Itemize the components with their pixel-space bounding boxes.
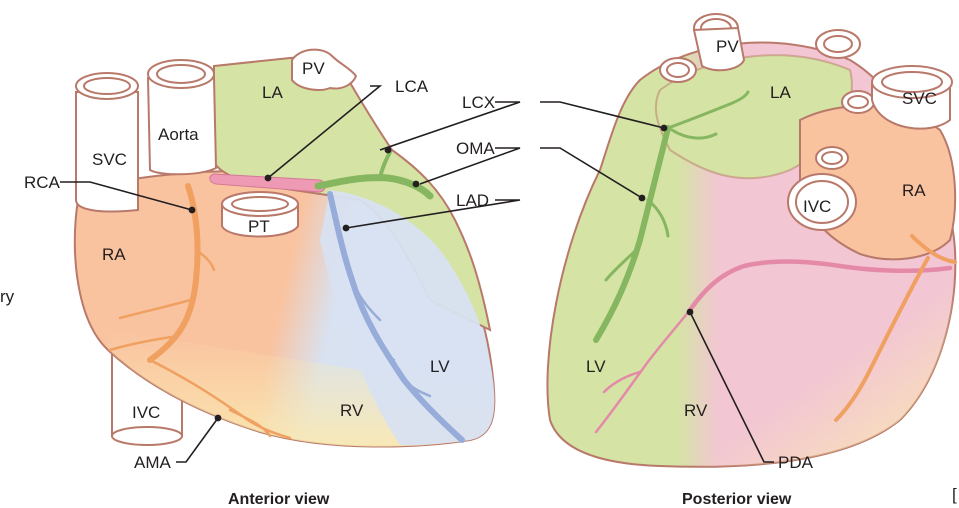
label-la-posterior: LA (770, 83, 791, 102)
label-pv-posterior: PV (716, 37, 739, 56)
label-ra-anterior: RA (102, 245, 126, 264)
label-rv-posterior: RV (684, 401, 708, 420)
label-cut-left: ry (0, 287, 15, 306)
label-ama: AMA (134, 453, 172, 472)
label-lca: LCA (395, 77, 429, 96)
label-svc-posterior: SVC (902, 89, 937, 108)
label-lv-posterior: LV (586, 357, 606, 376)
posterior-svc-vessel (871, 65, 953, 130)
anterior-aorta-vessel (146, 59, 218, 176)
label-svc-anterior: SVC (92, 150, 127, 169)
label-aorta: Aorta (158, 125, 199, 144)
label-ivc-anterior: IVC (132, 403, 160, 422)
label-ra-posterior: RA (902, 181, 926, 200)
posterior-right-shade (660, 260, 956, 467)
label-rv-anterior: RV (340, 401, 364, 420)
posterior-pv-vessels (659, 13, 875, 170)
label-lv-anterior: LV (430, 357, 450, 376)
anterior-pt-vessel (221, 191, 299, 238)
lcx-posterior-branches (604, 90, 750, 282)
anterior-pv-lobe (291, 48, 358, 91)
rca-branch (108, 248, 216, 352)
pda-artery (687, 259, 953, 313)
anterior-lv-blue-region (320, 190, 495, 446)
label-ivc-posterior: IVC (803, 197, 831, 216)
caption-anterior: Anterior view (228, 491, 330, 508)
label-pv-anterior: PV (302, 59, 325, 78)
label-la-anterior: LA (262, 83, 283, 102)
anterior-svc-vessel (75, 72, 139, 213)
rca-posterior-artery (834, 234, 957, 422)
label-rca: RCA (24, 173, 61, 192)
label-lcx: LCX (462, 93, 495, 112)
lad-branch (350, 278, 432, 398)
posterior-leader-lines (540, 101, 774, 463)
label-lad: LAD (456, 191, 489, 210)
label-cut-right: [ (952, 485, 957, 504)
caption-posterior: Posterior view (682, 491, 792, 508)
label-oma: OMA (456, 139, 495, 158)
label-pt: PT (248, 217, 270, 236)
anterior-view: SVC Aorta LA PV LCA LCX OMA LAD RCA RA P… (0, 48, 521, 508)
anterior-leader-lines (60, 85, 521, 463)
posterior-view: PV LA SVC RA IVC LV RV PDA [ Posterior v… (540, 13, 957, 508)
posterior-ivc-vessel (787, 173, 857, 231)
lcx-anterior-twig (378, 150, 392, 180)
lcx-posterior-artery (593, 125, 671, 343)
pda-branches (594, 308, 692, 434)
ama-artery (148, 358, 292, 440)
lcx-anterior-branch (314, 174, 434, 200)
label-pda: PDA (778, 453, 814, 472)
